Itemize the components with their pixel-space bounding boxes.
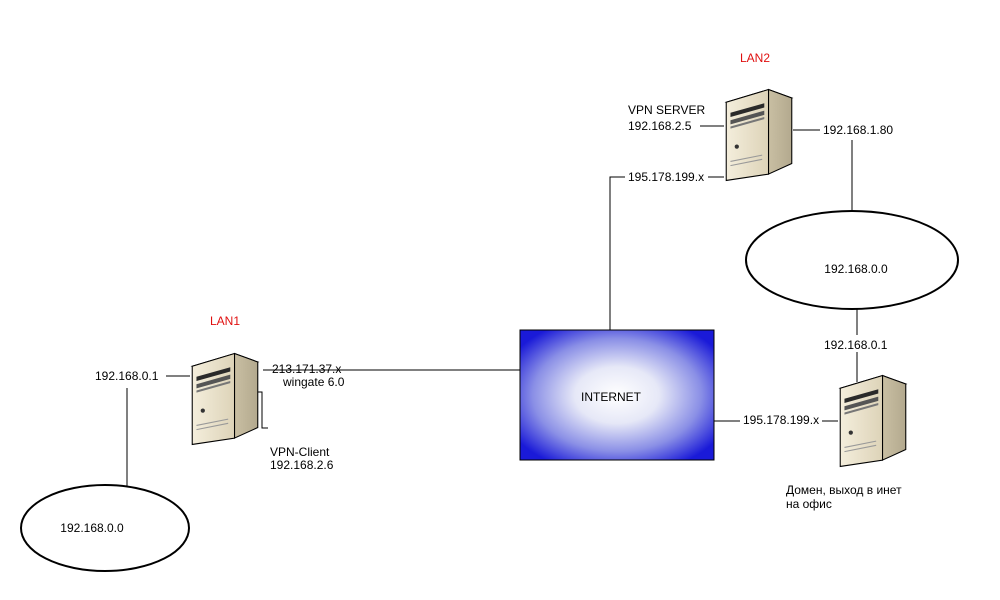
vpn-client-name: VPN-Client <box>270 445 330 459</box>
internet-cloud <box>519 329 715 461</box>
vpn-server-internet-link <box>609 176 625 330</box>
vpn-server-ip: 192.168.2.5 <box>628 119 692 133</box>
internet-label: INTERNET <box>581 390 642 404</box>
lan1-external-ip: 213.171.37.x <box>272 362 341 376</box>
lan1-title: LAN1 <box>210 314 240 328</box>
vpn-server-external-ip: 195.178.199.x <box>628 170 704 184</box>
lan1-gateway-ip: 192.168.0.1 <box>95 369 159 383</box>
vpn-server-name: VPN SERVER <box>628 103 705 117</box>
vpn-client-leader <box>257 391 268 429</box>
office-external-ip: 195.178.199.x <box>743 413 819 427</box>
lan1-gateway-server-icon <box>191 352 259 446</box>
lan1-gateway-software: wingate 6.0 <box>282 375 345 389</box>
lan1-network-ellipse <box>20 484 190 572</box>
vpn-server-lan-ip: 192.168.1.80 <box>823 123 893 137</box>
lan2-network-ellipse <box>745 210 959 310</box>
lan1-network-label: 192.168.0.0 <box>60 521 124 535</box>
lan2-title: LAN2 <box>740 51 770 65</box>
office-server-icon <box>839 374 907 468</box>
connection-lines <box>126 125 858 488</box>
vpn-server-icon <box>725 88 793 182</box>
office-gateway-ip: 192.168.0.1 <box>824 338 888 352</box>
office-caption-line2: на офис <box>786 497 832 511</box>
office-caption-line1: Домен, выход в инет <box>786 483 902 497</box>
vpn-client-ip: 192.168.2.6 <box>270 458 334 472</box>
lan2-network-label: 192.168.0.0 <box>824 262 888 276</box>
